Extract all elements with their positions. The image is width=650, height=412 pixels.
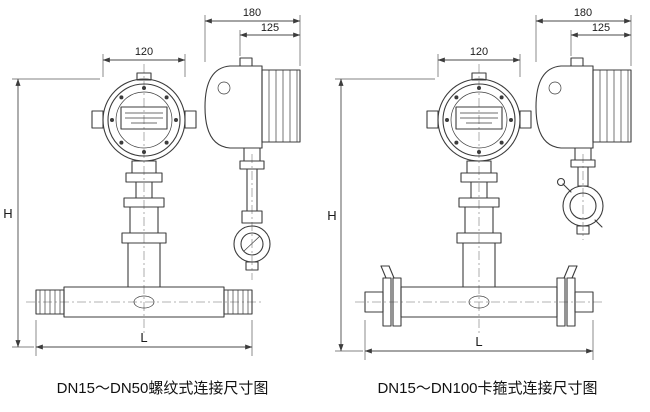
centerlines [26,64,262,336]
ribbed-cap [261,69,301,143]
top-fitting [570,57,584,67]
threaded-connection-drawing: 120 180 125 H [3,7,301,356]
dimension-front-width: 120 [102,46,186,77]
conduit-entry [217,81,231,95]
meter-body-front [121,160,167,288]
pipe-threaded [35,286,253,318]
top-lug [471,72,487,81]
centerlines [355,64,603,336]
dim-L-label: L [140,330,147,345]
dimension-side-width: 180 [204,7,301,66]
clamp-bolt [556,177,566,187]
flowmeter-front-view [91,72,197,162]
cable-gland-right [184,110,197,129]
flowmeter-front-view [426,72,532,162]
panel-threaded-connection: 120 180 125 H [3,7,301,397]
dim-120-label: 120 [470,46,488,58]
sensor-side-view [556,147,604,235]
top-fitting [239,57,253,67]
transmitter-side-view [535,57,632,149]
dimension-height: H [3,78,100,348]
cable-gland-left [91,110,104,129]
pipe-stub-right [574,291,594,313]
cable-gland-right [519,110,532,129]
dimension-length: L [364,320,594,360]
dimension-side-width: 180 [535,7,632,66]
dimension-length: L [35,320,253,356]
top-lug [136,72,152,81]
conduit-entry [548,81,562,95]
display-window [120,106,168,130]
brand-mark [468,295,490,309]
dim-H-label: H [327,208,336,223]
dimension-side-offset: 125 [239,22,301,56]
transmitter-side-view [204,57,301,149]
dim-L-label: L [475,334,482,349]
cable-gland-left [426,110,439,129]
dimension-side-offset: 125 [570,22,632,56]
pipe-clamp [364,265,594,327]
dim-180-label: 180 [574,7,592,19]
clamp-connection-drawing: 120 180 125 H [327,7,632,360]
meter-body-front [456,160,502,288]
display-window [455,106,503,130]
brand-mark [133,295,155,309]
dim-120-label: 120 [135,46,153,58]
caption-clamp: DN15～DN100卡箍式连接尺寸图 [377,380,598,397]
dim-180-label: 180 [243,7,261,19]
ribbed-cap [592,69,632,143]
dim-125-label: 125 [261,22,279,34]
sensor-side-view [233,147,271,271]
dimension-front-width: 120 [437,46,521,77]
dimension-height: H [327,78,435,352]
dim-H-label: H [3,206,12,221]
dim-125-label: 125 [592,22,610,34]
caption-threaded: DN15～DN50螺纹式连接尺寸图 [56,380,269,397]
panel-clamp-connection: 120 180 125 H [325,0,650,412]
